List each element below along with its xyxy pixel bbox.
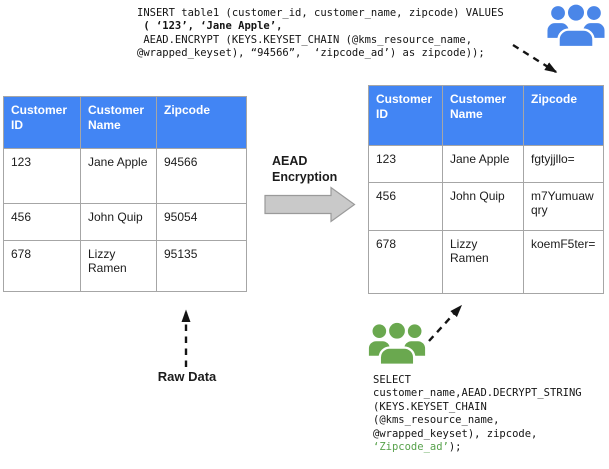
table-cell: John Quip bbox=[442, 182, 524, 231]
aead-encryption-label: AEAD Encryption bbox=[272, 154, 338, 184]
table-row: 456 John Quip 95054 bbox=[3, 203, 247, 241]
table-cell: 678 bbox=[368, 230, 443, 294]
sql-green-literal: ‘Zipcode_ad’ bbox=[373, 441, 449, 454]
column-header-zipcode: Zipcode bbox=[156, 96, 247, 149]
table-row: 678 Lizzy Ramen koemF5ter= bbox=[368, 230, 604, 294]
table-cell: Lizzy Ramen bbox=[442, 230, 524, 294]
column-header-customer-name: Customer Name bbox=[442, 85, 524, 146]
table-row: 456 John Quip m7Yumuawqry bbox=[368, 182, 604, 231]
users-group-icon-green bbox=[368, 320, 426, 366]
table-cell: 95054 bbox=[156, 203, 247, 241]
sql-line: AEAD.ENCRYPT (KEYS.KEYSET_CHAIN (@kms_re… bbox=[137, 33, 473, 46]
table-cell-encrypted: m7Yumuawqry bbox=[523, 182, 604, 231]
encryption-arrow bbox=[264, 186, 356, 223]
table-cell: John Quip bbox=[80, 203, 157, 241]
column-header-customer-id: Customer ID bbox=[3, 96, 81, 149]
column-header-zipcode: Zipcode bbox=[523, 85, 604, 146]
table-cell-encrypted: koemF5ter= bbox=[523, 230, 604, 294]
table-cell: 456 bbox=[3, 203, 81, 241]
sql-line: @wrapped_keyset), zipcode, bbox=[373, 427, 538, 440]
header-row: Customer ID Customer Name Zipcode bbox=[3, 96, 247, 149]
table-cell: 123 bbox=[368, 145, 443, 183]
table-cell: 94566 bbox=[156, 148, 247, 204]
table-cell: 95135 bbox=[156, 240, 247, 292]
sql-line: SELECT bbox=[373, 374, 411, 386]
table-row: 123 Jane Apple 94566 bbox=[3, 148, 247, 204]
table-cell: Lizzy Ramen bbox=[80, 240, 157, 292]
users-group-icon-blue bbox=[547, 2, 605, 48]
table-cell: 123 bbox=[3, 148, 81, 204]
column-header-customer-id: Customer ID bbox=[368, 85, 443, 146]
insert-sql-code: INSERT table1 (customer_id, customer_nam… bbox=[137, 7, 504, 61]
table-row: 678 Lizzy Ramen 95135 bbox=[3, 240, 247, 292]
table-cell: 678 bbox=[3, 240, 81, 292]
raw-data-table: Customer ID Customer Name Zipcode 123 Ja… bbox=[3, 96, 247, 292]
sql-line: INSERT table1 (customer_id, customer_nam… bbox=[137, 7, 504, 19]
sql-line-end: ); bbox=[448, 441, 462, 454]
header-row: Customer ID Customer Name Zipcode bbox=[368, 85, 604, 146]
table-cell: Jane Apple bbox=[80, 148, 157, 204]
insert-flow-arrow bbox=[512, 43, 558, 74]
raw-data-label: Raw Data bbox=[157, 369, 217, 384]
table-cell: 456 bbox=[368, 182, 443, 231]
sql-line: (KEYS.KEYSET_CHAIN bbox=[373, 400, 487, 413]
table-row: 123 Jane Apple fgtyjjllo= bbox=[368, 145, 604, 183]
sql-line-highlight: ‘Zipcode_ad’); bbox=[373, 441, 582, 454]
encrypted-data-table: Customer ID Customer Name Zipcode 123 Ja… bbox=[368, 85, 604, 294]
column-header-customer-name: Customer Name bbox=[80, 96, 157, 149]
select-flow-arrow bbox=[428, 304, 463, 342]
sql-line-bold: ( ‘123’, ‘Jane Apple’, bbox=[137, 20, 283, 33]
sql-line: @wrapped_keyset), “94566”, ‘zipcode_ad’)… bbox=[137, 47, 485, 60]
sql-line: customer_name,AEAD.DECRYPT_STRING bbox=[373, 387, 582, 400]
sql-line: (@kms_resource_name, bbox=[373, 414, 500, 427]
table-cell-encrypted: fgtyjjllo= bbox=[523, 145, 604, 183]
table-cell: Jane Apple bbox=[442, 145, 524, 183]
